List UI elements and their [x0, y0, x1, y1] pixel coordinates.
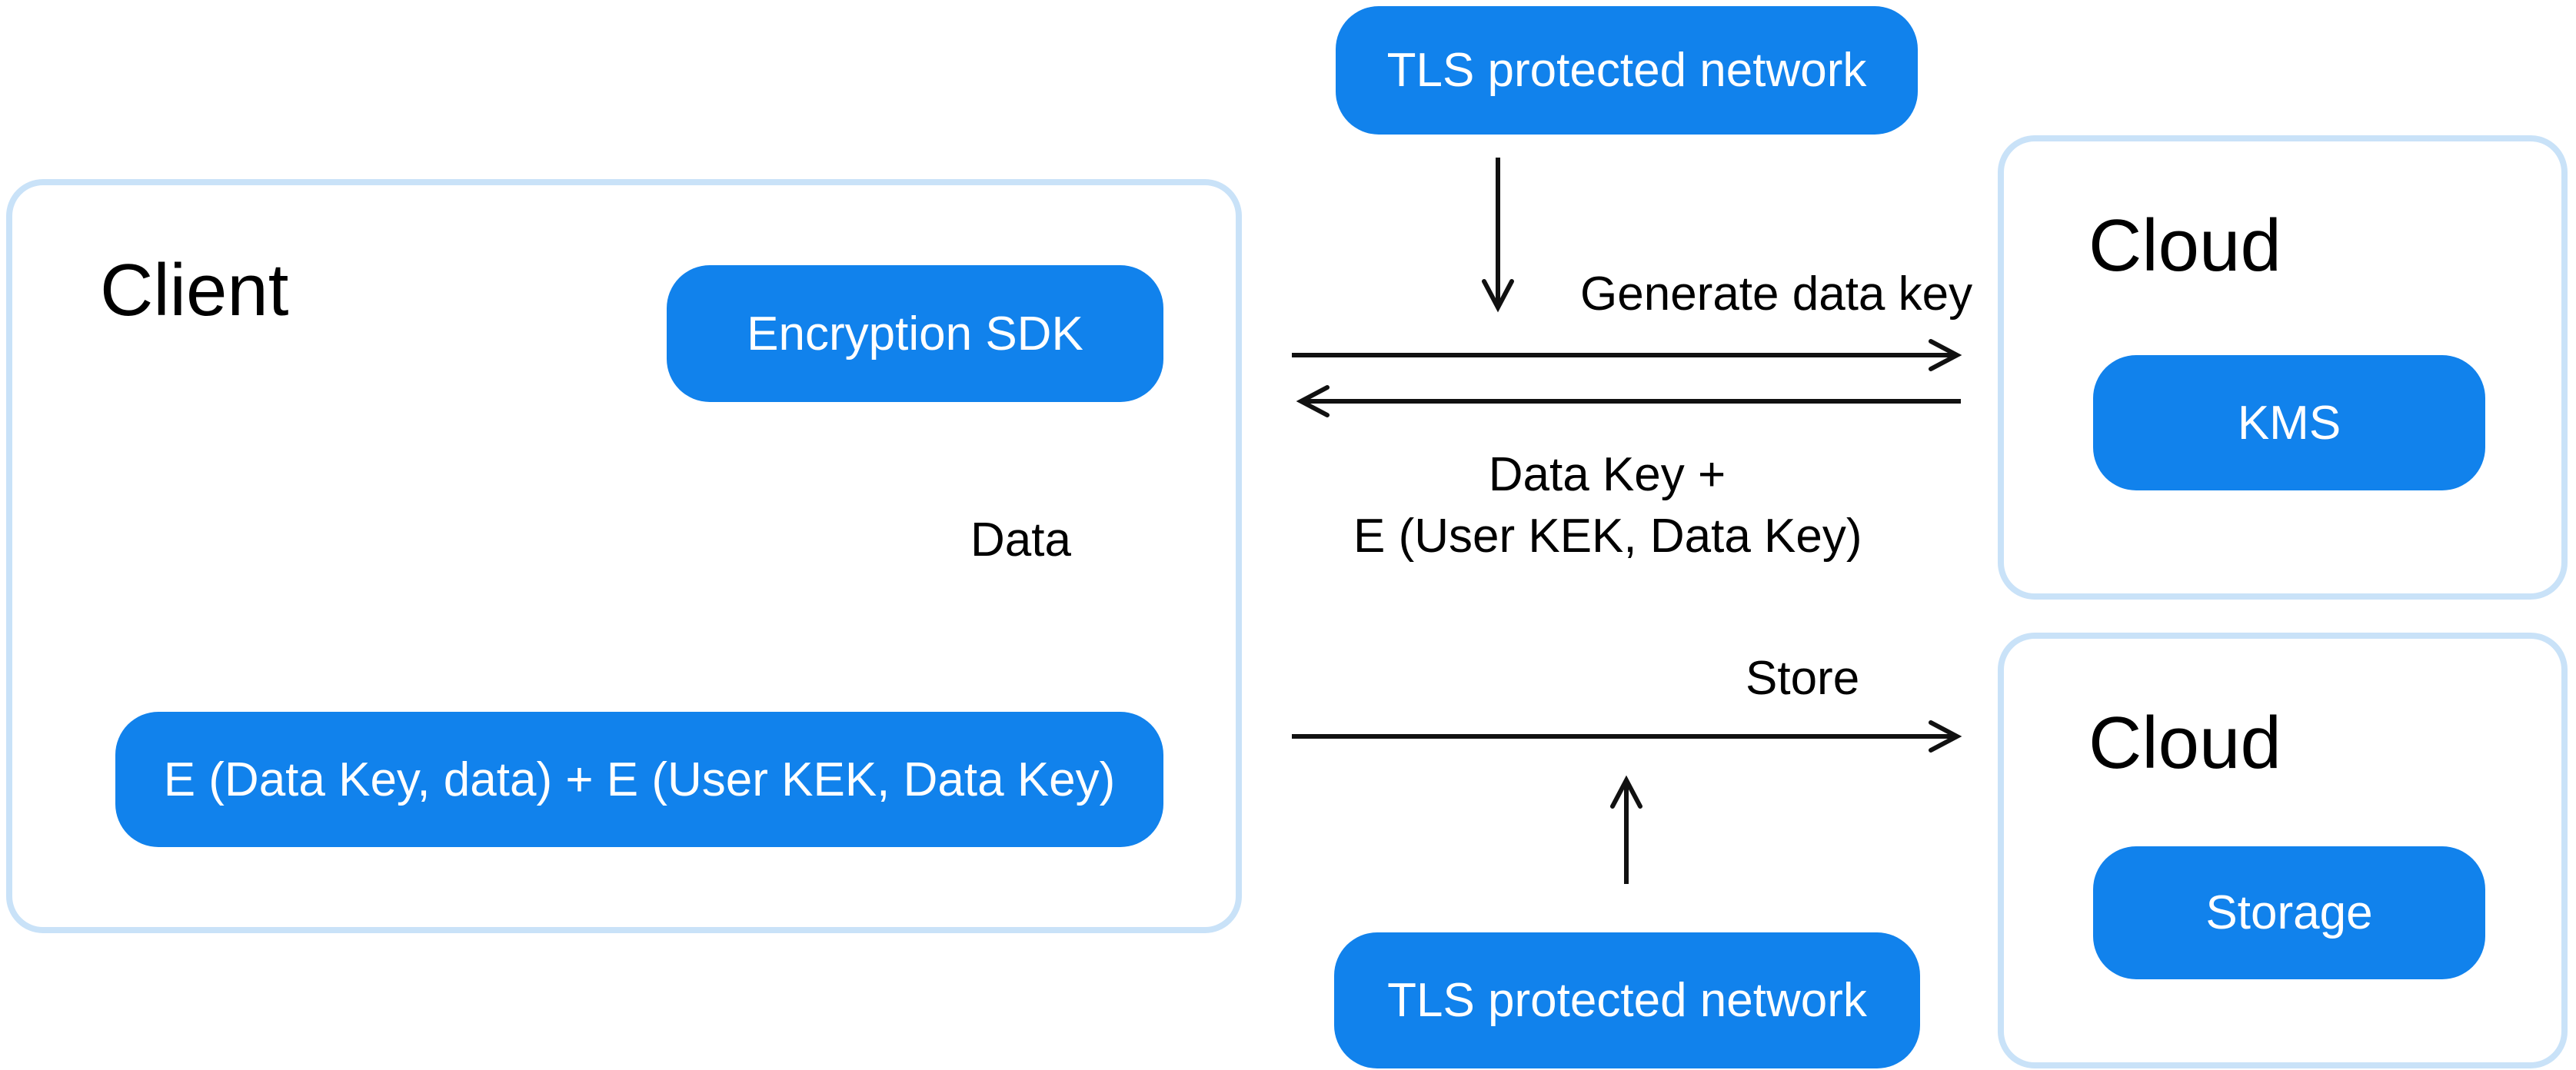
client-title: Client: [100, 249, 289, 331]
return-data-key-line2: E (User KEK, Data Key): [1353, 510, 1862, 563]
cloud-storage-title: Cloud: [2088, 702, 2281, 784]
tls-network-top-box: TLS protected network: [1336, 6, 1918, 135]
store-label: Store: [1746, 652, 1860, 705]
cloud-kms-title: Cloud: [2088, 204, 2281, 287]
storage-box: Storage: [2093, 846, 2485, 979]
tls-network-bottom-box: TLS protected network: [1334, 932, 1920, 1068]
kms-box: KMS: [2093, 355, 2485, 490]
encryption-sdk-box: Encryption SDK: [667, 265, 1163, 402]
return-data-key-line1: Data Key +: [1488, 448, 1726, 501]
generate-data-key-label: Generate data key: [1580, 268, 1973, 321]
encrypted-payload-box: E (Data Key, data) + E (User KEK, Data K…: [115, 712, 1163, 847]
data-label: Data: [970, 513, 1071, 567]
return-data-key-label: Data Key + E (User KEK, Data Key): [1353, 444, 1862, 567]
